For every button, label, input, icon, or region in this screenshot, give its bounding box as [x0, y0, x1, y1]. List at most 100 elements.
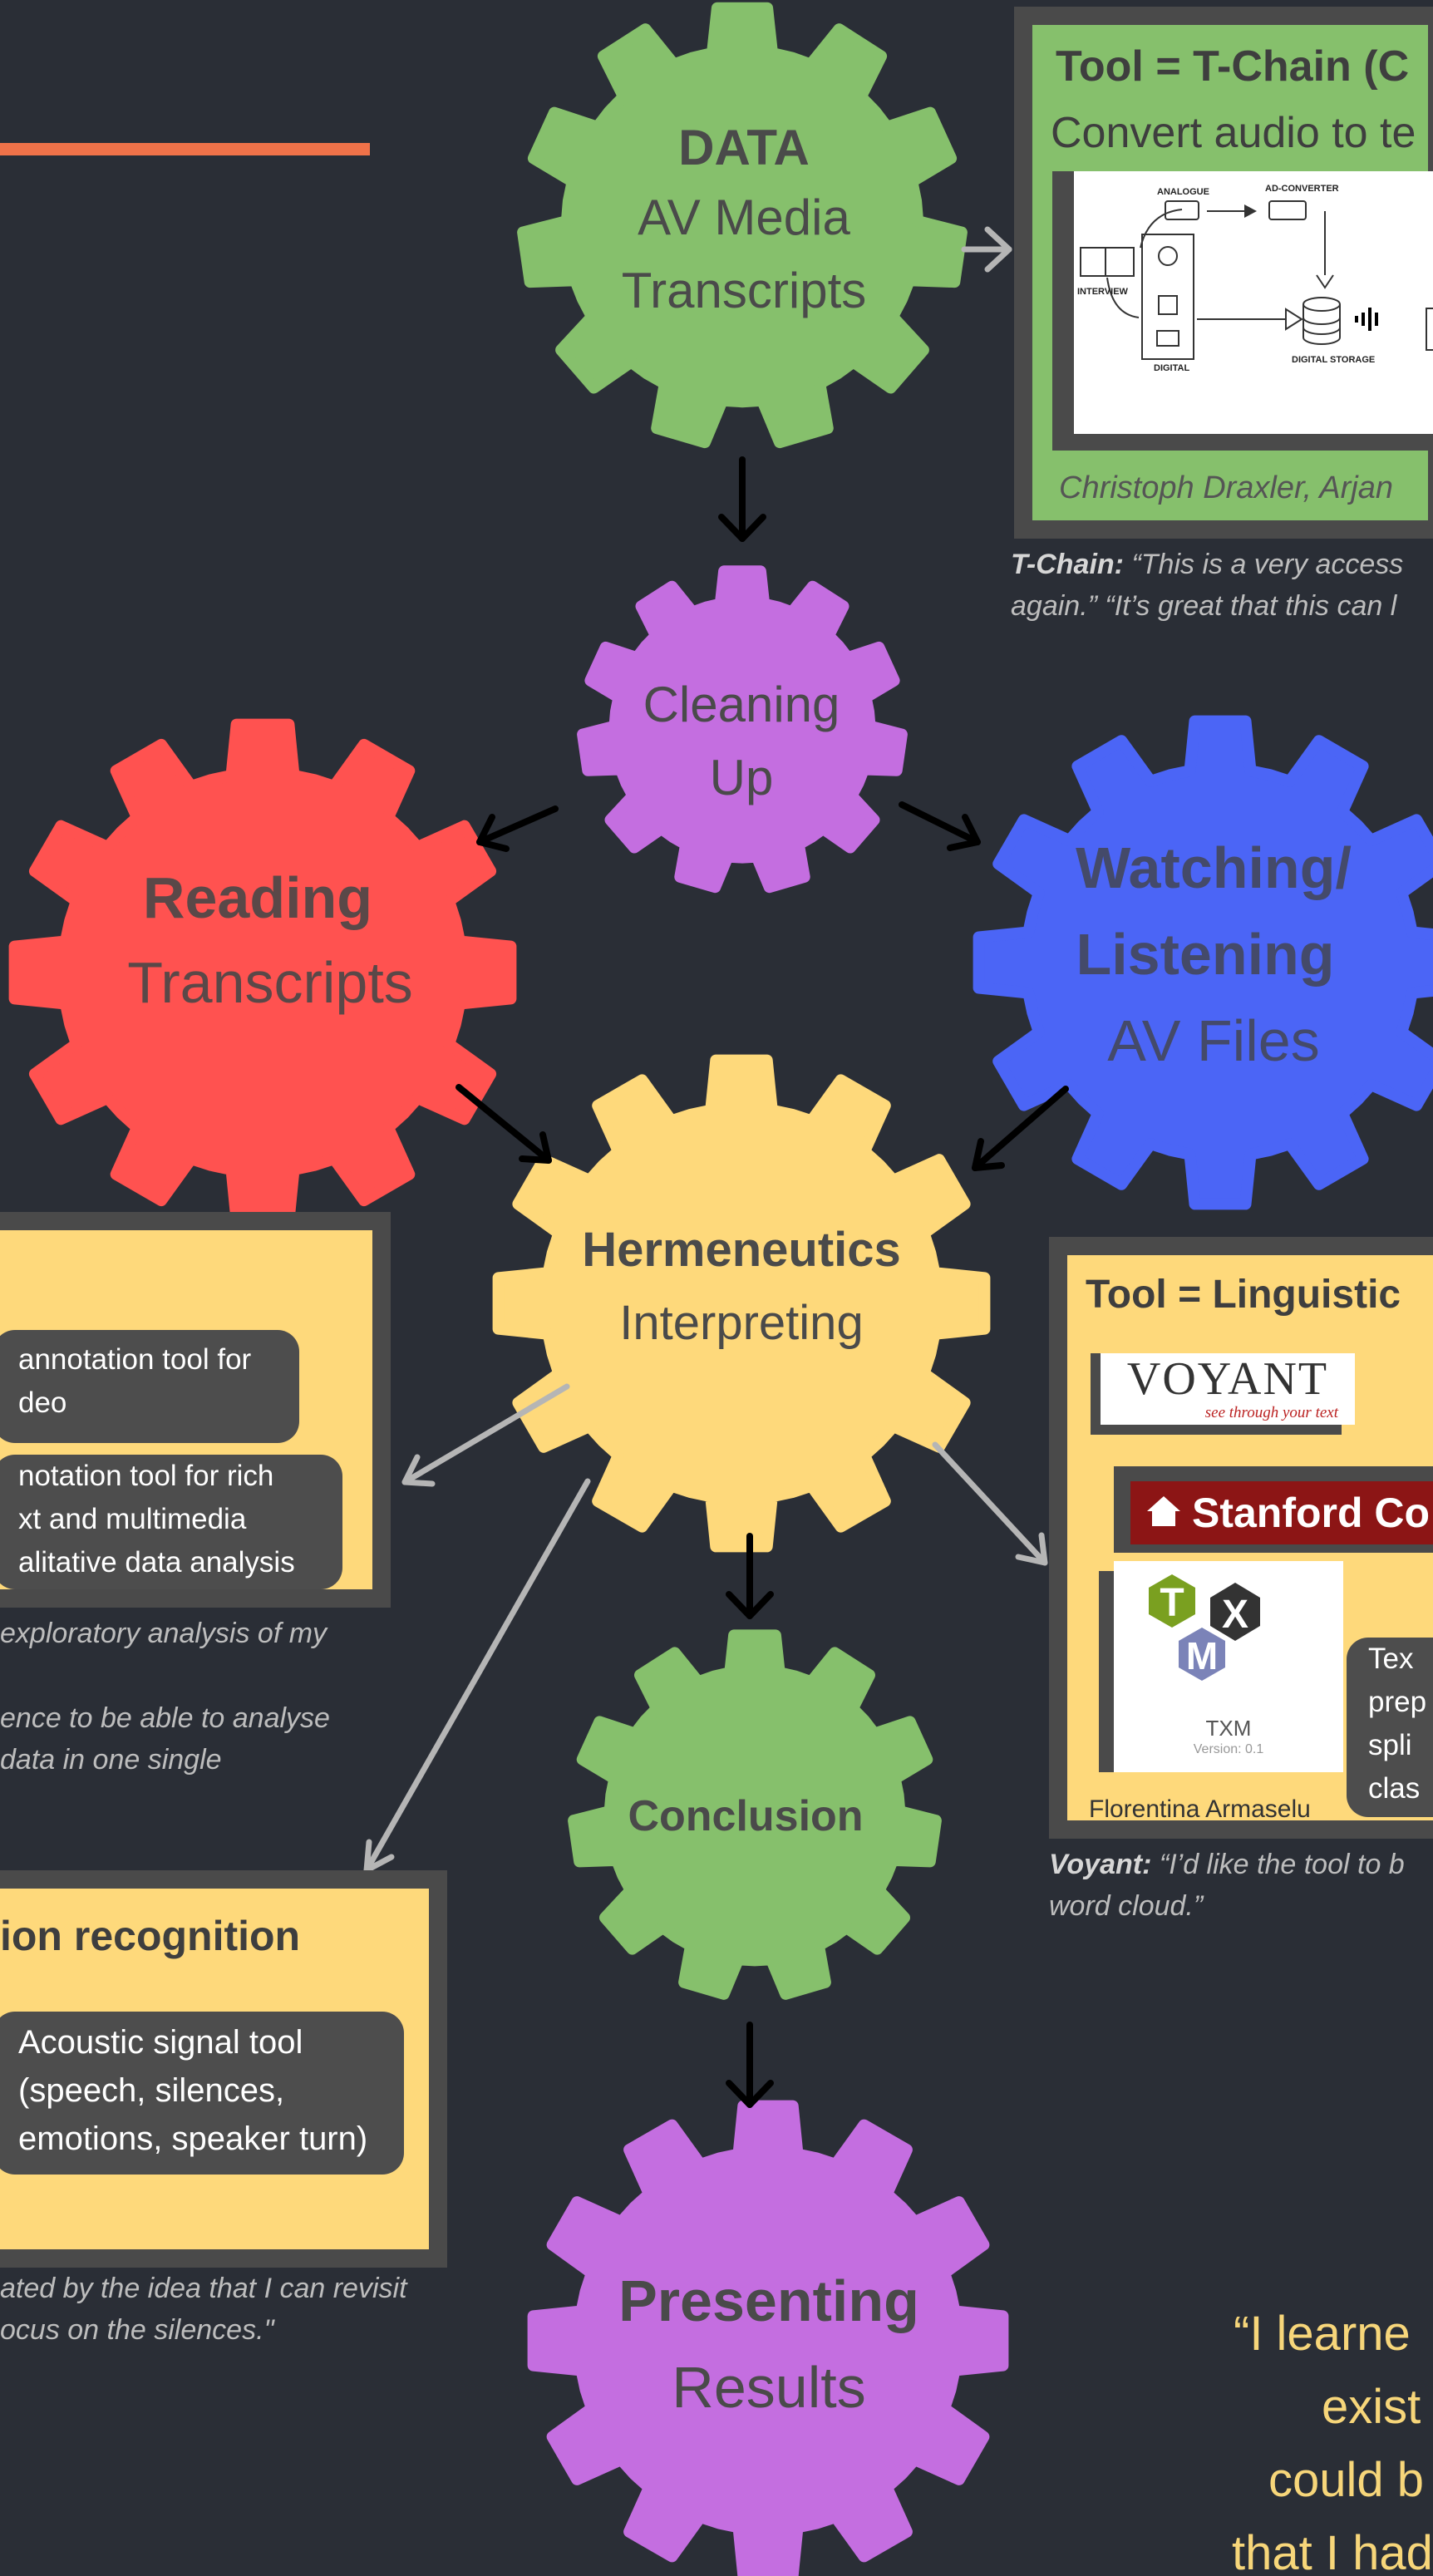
txm-pill-line2: prep	[1368, 1686, 1427, 1718]
emotion-recognition-panel: ion recognition Acoustic signal tool (sp…	[0, 1870, 447, 2268]
annotation-tool-pill-1: annotation tool for deo	[0, 1330, 299, 1443]
gear-conclusion-label: Conclusion	[592, 1785, 899, 1847]
emotion-quote: ated by the idea that I can revisit ocus…	[0, 2268, 407, 2351]
annotation-quote-line3: data in one single	[0, 1744, 222, 1776]
gear-presenting-label: Presenting Results	[582, 2258, 956, 2431]
gear-cleaning-shape	[577, 565, 908, 894]
gear-watching-shape	[973, 715, 1433, 1210]
gear-cleaning-line1: Cleaning	[643, 677, 840, 732]
figure-label-converter: AD-CONVERTER	[1265, 184, 1339, 194]
tchain-credit: Christoph Draxler, Arjan	[1059, 470, 1393, 505]
annotation-quote-line1: exploratory analysis of my	[0, 1618, 327, 1649]
tchain-subtitle: Convert audio to te	[1051, 109, 1416, 157]
txm-description-pill: Tex prep spli clas	[1347, 1638, 1433, 1817]
gear-cleaning-label: Cleaning Up	[600, 668, 883, 815]
arrow-data-to-cleaning	[718, 456, 766, 542]
arrow-hermeneutics-to-emotion-panel	[363, 1478, 591, 1874]
floppy-icon	[1158, 295, 1178, 315]
waveform-icon	[1355, 308, 1378, 331]
figure-label-analogue: ANALOGUE	[1157, 187, 1209, 197]
tchain-workflow-figure: ANALOGUE AD-CONVERTER INTERVIEW DIGITAL …	[1077, 184, 1433, 373]
stanford-text: Stanford Co	[1192, 1490, 1431, 1536]
svg-text:T: T	[1160, 1581, 1184, 1625]
learned-quote: “I learne exist could b that I had	[1081, 2298, 1433, 2576]
voyant-logo-frame: VOYANT see through your text	[1091, 1353, 1355, 1435]
voyant-logo: VOYANT see through your text	[1101, 1353, 1355, 1425]
tchain-panel: Tool = T-Chain (C Convert audio to te	[1014, 7, 1433, 539]
cassette-icon	[1165, 200, 1199, 220]
gear-presenting-shape	[527, 2100, 1009, 2576]
stanford-logo-frame: Stanford Co	[1114, 1466, 1433, 1553]
annotation-tools-panel: annotation tool for deo notation tool fo…	[0, 1212, 391, 1608]
tchain-figure-frame: ANALOGUE AD-CONVERTER INTERVIEW DIGITAL …	[1052, 171, 1433, 451]
arrow-hermeneutics-to-conclusion	[726, 1533, 774, 1619]
txm-pill-line4: clas	[1368, 1772, 1421, 1805]
voyant-quote-line1: “I’d like the tool to b	[1159, 1849, 1405, 1880]
txm-pill-line1: Tex	[1368, 1643, 1414, 1675]
gear-hermeneutics-label: Hermeneutics Interpreting	[559, 1214, 924, 1360]
orange-accent-line	[0, 143, 370, 155]
gear-data-shape	[517, 2, 968, 449]
linguistic-tools-panel: Tool = Linguistic VOYANT see through you…	[1049, 1237, 1433, 1839]
digital-devices-box	[1141, 234, 1194, 360]
acoustic-pill-line2: (speech, silences,	[18, 2072, 285, 2109]
gear-watching-title1: Watching/	[1076, 835, 1352, 900]
tchain-title: Tool = T-Chain (C	[1056, 42, 1410, 91]
arrow-cleaning-to-watching	[899, 801, 981, 851]
gear-hermeneutics-title: Hermeneutics	[582, 1223, 901, 1277]
laptop-icon	[1156, 330, 1179, 347]
voyant-quote-line2: word cloud.”	[1049, 1890, 1204, 1922]
gear-conclusion-title: Conclusion	[628, 1792, 864, 1840]
learned-quote-line1: “I learne	[1234, 2307, 1411, 2361]
gear-reading-title: Reading	[142, 865, 373, 930]
figure-label-digital: DIGITAL	[1154, 363, 1189, 373]
figure-label-interview: INTERVIEW	[1077, 287, 1129, 297]
gear-hermeneutics-shape	[492, 1054, 991, 1553]
arrow-hermeneutics-to-left-panel	[401, 1383, 570, 1487]
arrow-reading-to-hermeneutics	[456, 1084, 552, 1164]
tchain-quote: T-Chain: “This is a very access again.” …	[1011, 544, 1403, 627]
interview-photo	[1080, 247, 1106, 277]
gear-reading-line1: Transcripts	[127, 950, 413, 1015]
home-icon	[1147, 1496, 1180, 1511]
emotion-quote-line1: ated by the idea that I can revisit	[0, 2273, 407, 2304]
svg-text:X: X	[1222, 1593, 1248, 1637]
linguistic-title: Tool = Linguistic	[1086, 1273, 1401, 1317]
voyant-quote-label: Voyant:	[1049, 1849, 1152, 1880]
gear-cleaning-line2: Up	[709, 750, 774, 805]
txm-pill-line3: spli	[1368, 1729, 1412, 1761]
pill1-line2: deo	[18, 1387, 67, 1419]
gear-data-line2: Transcripts	[621, 263, 867, 318]
gear-presenting-line1: Results	[672, 2355, 866, 2420]
acoustic-signal-tool-pill: Acoustic signal tool (speech, silences, …	[0, 2012, 404, 2175]
learned-quote-line4: that I had	[1232, 2526, 1433, 2576]
pill2-line2: xt and multimedia	[18, 1503, 247, 1535]
txm-hexagons: T X M	[1149, 1574, 1260, 1681]
stanford-logo: Stanford Co	[1130, 1481, 1433, 1544]
converter-icon	[1268, 200, 1307, 220]
gear-reading-label: Reading Transcripts	[91, 856, 449, 1026]
home-icon-base	[1152, 1511, 1175, 1526]
annotation-quote-line2: ence to be able to analyse	[0, 1702, 330, 1734]
acoustic-pill-line1: Acoustic signal tool	[18, 2024, 303, 2061]
txm-caption: TXM	[1205, 1716, 1252, 1741]
tchain-quote-line1: “This is a very access	[1131, 549, 1404, 580]
gear-presenting-title: Presenting	[618, 2268, 919, 2333]
svg-text:M: M	[1186, 1634, 1218, 1677]
gear-hermeneutics-line1: Interpreting	[619, 1296, 864, 1350]
tchain-figure: ANALOGUE AD-CONVERTER INTERVIEW DIGITAL …	[1074, 171, 1433, 434]
tchain-quote-line2: again.” “It’s great that this can l	[1011, 590, 1397, 622]
txm-logo-frame: T X M TXM Version: 0.1	[1099, 1561, 1343, 1772]
txm-version: Version: 0.1	[1193, 1742, 1264, 1756]
gear-reading-shape	[8, 718, 517, 1227]
annotation-tools-quote: exploratory analysis of my ence to be ab…	[0, 1613, 330, 1781]
arrow-to-analogue	[1140, 209, 1183, 249]
acoustic-pill-line3: emotions, speaker turn)	[18, 2120, 368, 2157]
annotation-tool-pill-2: notation tool for rich xt and multimedia…	[0, 1455, 342, 1589]
txm-logo: T X M TXM Version: 0.1	[1114, 1561, 1343, 1772]
gear-data-label: DATA AV Media Transcripts	[582, 115, 906, 328]
linguistic-credit: Florentina Armaselu	[1089, 1795, 1311, 1823]
arrow-hermeneutics-to-linguistic-panel	[932, 1441, 1048, 1566]
arrow-watching-to-hermeneutics	[972, 1086, 1069, 1171]
